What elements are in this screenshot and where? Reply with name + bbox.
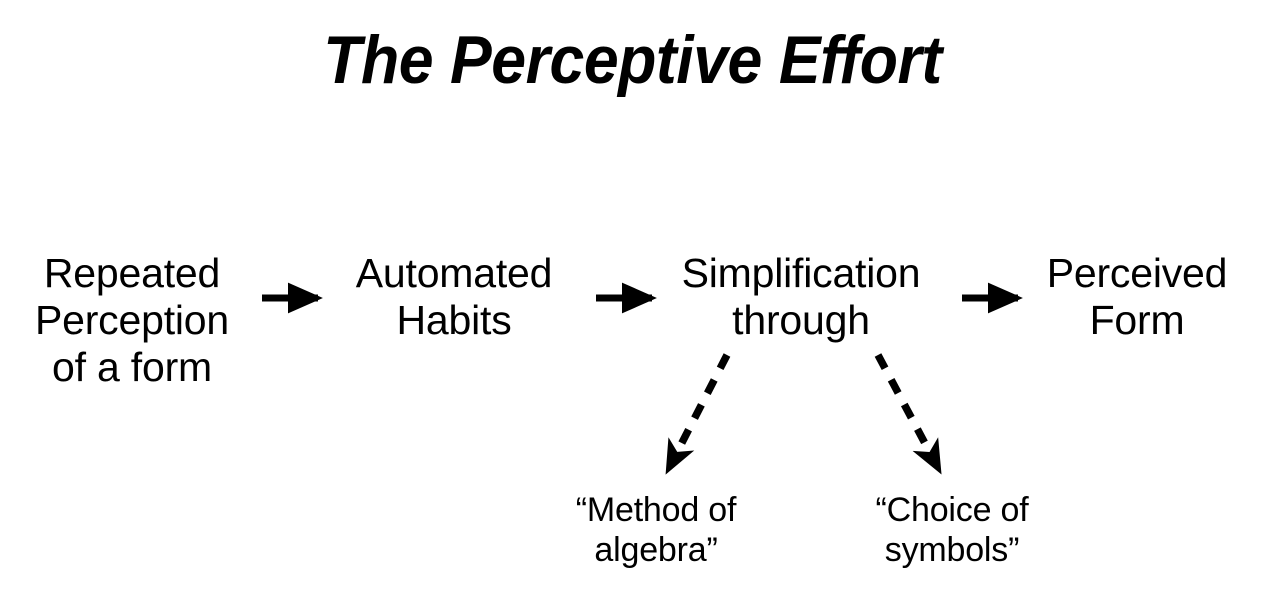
arrow-5-line: [874, 353, 942, 475]
node-automated-habits: Automated Habits: [355, 250, 553, 343]
node-repeated-perception: Repeated Perception of a form: [34, 250, 229, 390]
node-simplification-through: Simplification through: [681, 250, 921, 343]
arrow-4-line: [665, 353, 731, 475]
node-perceived-form: Perceived Form: [1046, 250, 1228, 343]
node-choice-of-symbols: “Choice of symbols”: [875, 491, 1029, 569]
page-title: The Perceptive Effort: [323, 22, 942, 98]
node-method-of-algebra: “Method of algebra”: [575, 491, 737, 569]
